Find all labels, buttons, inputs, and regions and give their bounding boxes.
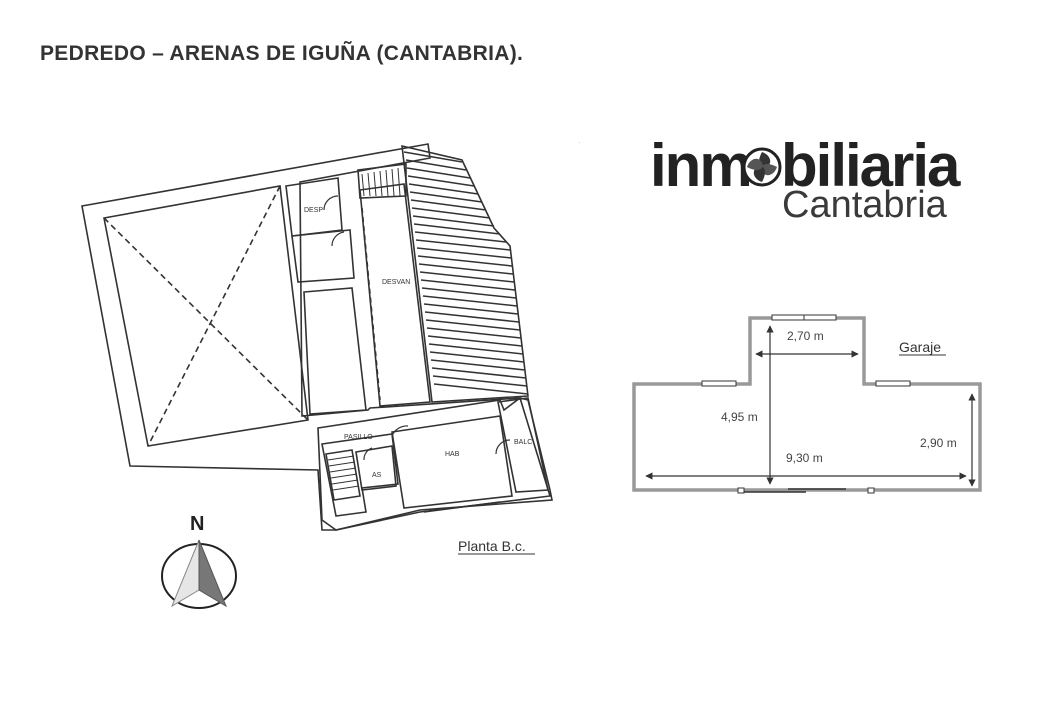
room-label-pasillo: PASILLO	[344, 434, 373, 441]
dim-depth: 4,95 m	[721, 410, 758, 424]
room-label-desp: DESP	[304, 207, 323, 214]
garage-windows	[701, 314, 911, 387]
room-label-desvan: DESVAN	[382, 279, 410, 286]
logo-text-top-end: biliaria	[781, 132, 961, 199]
stair-hatching	[403, 151, 529, 395]
swirl-icon	[742, 147, 782, 187]
dim-total-width: 9,30 m	[786, 451, 823, 465]
north-arrow-icon	[161, 539, 237, 609]
room-label-balc: BALC	[514, 439, 532, 446]
plan-caption: Planta B.c.	[458, 538, 526, 554]
compass-letter: N	[190, 513, 204, 535]
door-swings	[323, 195, 511, 461]
dim-top-width: 2,70 m	[787, 329, 824, 343]
logo-text-top-start: inm	[650, 132, 751, 199]
logo-mark: ·	[578, 138, 581, 147]
bottom-stairs	[327, 455, 360, 491]
page-title: PEDREDO – ARENAS DE IGUÑA (CANTABRIA).	[40, 42, 524, 65]
room-label-as: AS	[372, 472, 382, 479]
dimension-lines	[645, 325, 976, 487]
garage-door	[737, 487, 875, 494]
dim-side-height: 2,90 m	[920, 436, 957, 450]
logo-text-bottom: Cantabria	[782, 184, 948, 226]
garage-label: Garaje	[899, 339, 941, 355]
room-label-hab: HAB	[445, 451, 460, 458]
top-stairs	[361, 167, 401, 197]
floor-plan-walls	[81, 143, 553, 531]
